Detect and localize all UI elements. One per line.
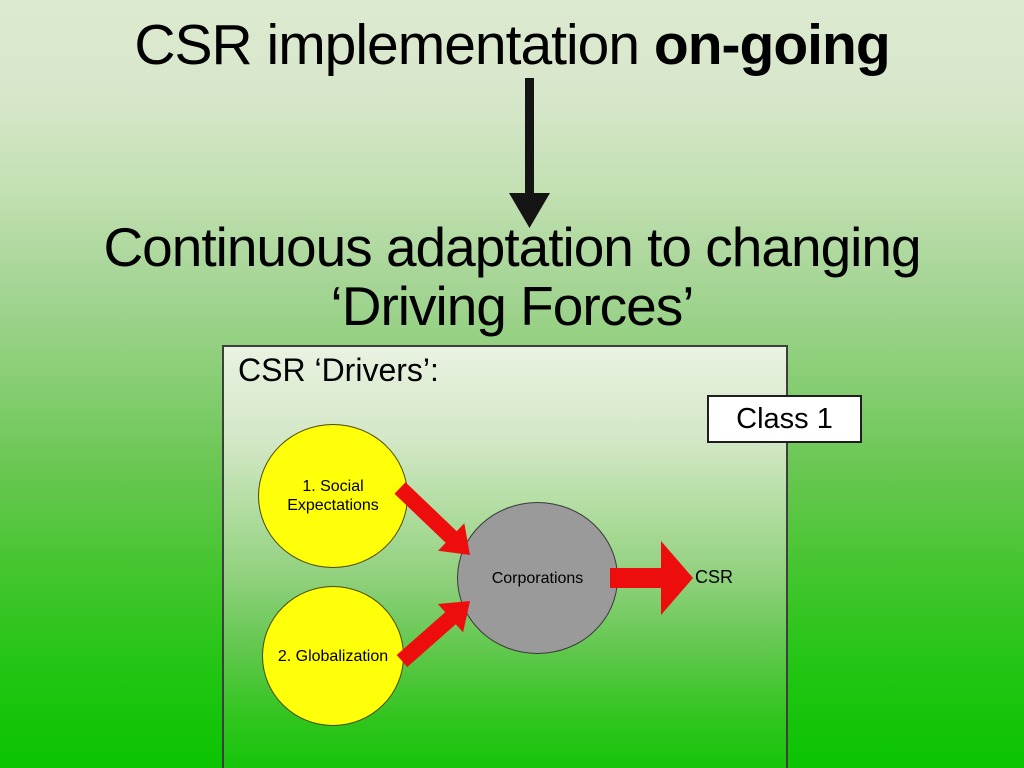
node-social-expectations: 1. Social Expectations (258, 424, 408, 568)
node-social-line-1: 1. Social (302, 478, 364, 495)
node-globalization: 2. Globalization (262, 586, 404, 726)
subtitle-line-2: ‘Driving Forces’ (330, 275, 695, 337)
class-label-box: Class 1 (707, 395, 862, 443)
class-label: Class 1 (736, 402, 833, 435)
down-arrow-icon (509, 78, 550, 228)
node-social-line-2: Expectations (287, 497, 379, 514)
csr-output-label: CSR (695, 567, 734, 587)
node-corporations: Corporations (457, 502, 618, 654)
node-globalization-label: 2. Globalization (277, 647, 389, 665)
node-corporations-label: Corporations (491, 569, 584, 587)
slide-subtitle: Continuous adaptation to changing ‘Drivi… (0, 218, 1024, 336)
slide-title: CSR implementation on-going (0, 14, 1024, 76)
subtitle-line-1: Continuous adaptation to changing (103, 216, 921, 278)
drivers-heading: CSR ‘Drivers’: (238, 352, 439, 388)
slide-title-bold: on-going (653, 13, 891, 77)
slide-title-regular: CSR implementation (134, 13, 654, 77)
